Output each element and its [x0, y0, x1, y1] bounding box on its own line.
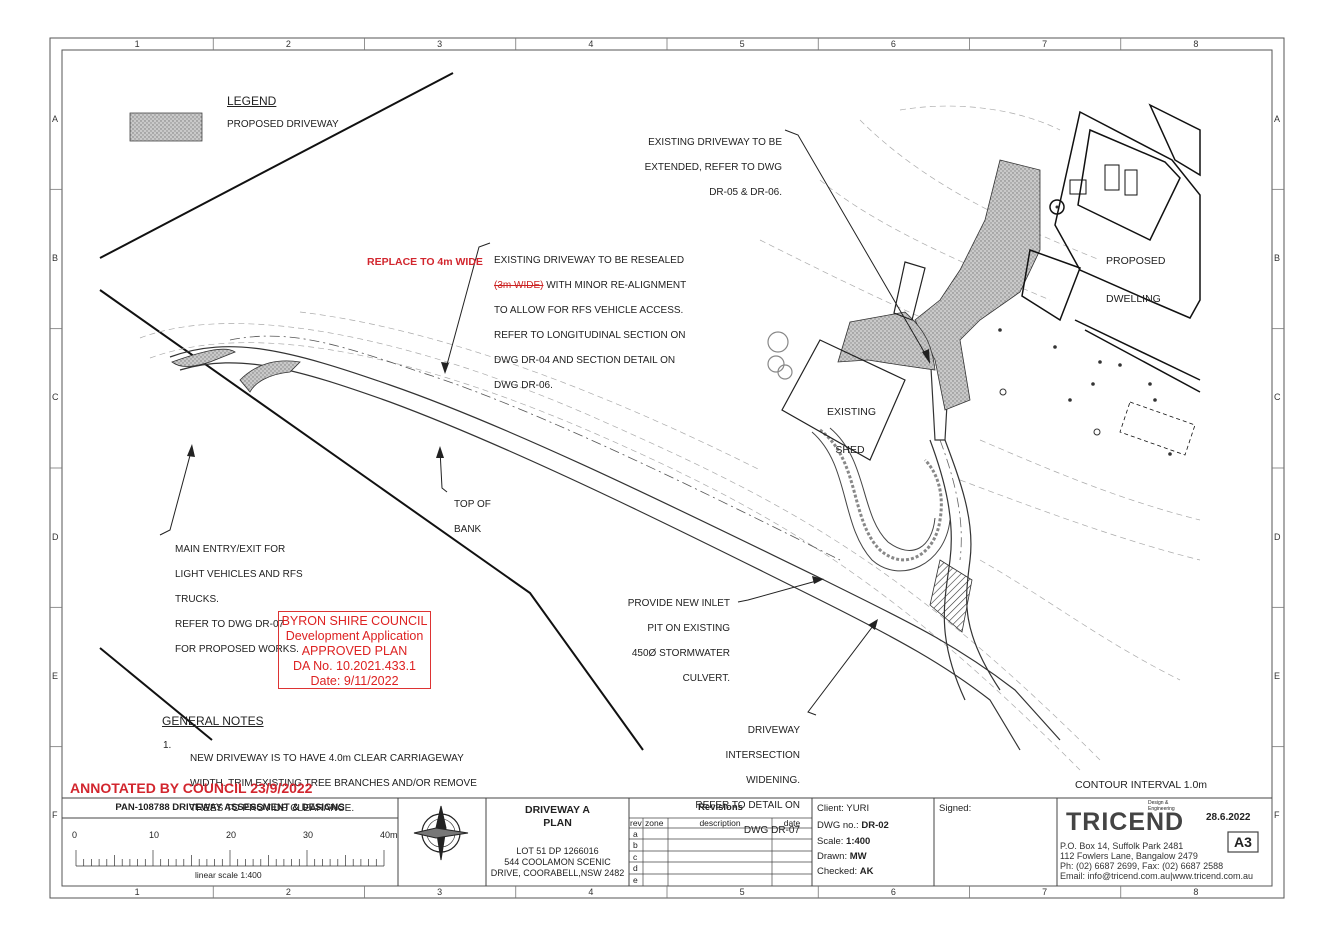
row-label-right-E: E: [1274, 671, 1281, 681]
legend-title: LEGEND: [227, 94, 277, 108]
row-label-right-D: D: [1274, 531, 1281, 542]
column-label-top-3: 3: [437, 39, 443, 49]
row-label-left-D: D: [52, 531, 59, 542]
general-notes-title: GENERAL NOTES: [162, 714, 264, 728]
column-label-bottom-3: 3: [437, 887, 443, 897]
column-label-top-2: 2: [285, 39, 291, 49]
company-tagline: Design & Engineering: [1148, 800, 1175, 812]
scale-tick-label: 30: [303, 830, 314, 840]
row-label-right-B: B: [1274, 253, 1281, 263]
legend-item-label: PROPOSED DRIVEWAY: [227, 119, 339, 130]
legend-swatch: [129, 112, 203, 142]
contour-lines: [139, 105, 1201, 771]
existing-shed-label: EXISTING SHED: [827, 406, 877, 456]
column-label-bottom-6: 6: [890, 887, 896, 897]
leader-lines: [159, 129, 931, 716]
ruler-ticks: [50, 38, 1284, 898]
revisions-title: Revisions: [698, 802, 743, 813]
title-block-grid: [62, 797, 1272, 886]
intersection-widening-note: DRIVEWAY INTERSECTION WIDENING. REFER TO…: [695, 724, 800, 836]
checked-field: Checked: AK: [817, 866, 874, 877]
scale-field: Scale: 1:400: [817, 836, 871, 847]
struck-width-text: (3m WIDE): [494, 279, 544, 291]
rev-letter-c: c: [633, 852, 638, 862]
column-label-bottom-2: 2: [285, 887, 291, 897]
top-of-bank-label: TOP OF BANK: [454, 498, 491, 535]
column-label-top-5: 5: [739, 39, 745, 49]
rev-letter-b: b: [633, 840, 638, 850]
column-label-top-6: 6: [890, 39, 896, 49]
linear-scale-bar: [75, 850, 385, 867]
council-annotation: ANNOTATED BY COUNCIL 23/9/2022: [70, 780, 313, 796]
signed-field: Signed:: [939, 803, 972, 814]
north-arrow: [413, 805, 469, 861]
scale-tick-label: 40m: [380, 830, 398, 840]
row-label-left-F: F: [52, 810, 58, 821]
drawn-field: Drawn: MW: [817, 851, 867, 862]
scale-tick-label: 20: [226, 830, 237, 840]
client-field: Client: YURI: [817, 803, 870, 814]
drawing-date: 28.6.2022: [1206, 812, 1251, 823]
company-logo: TRICEND: [1066, 808, 1185, 836]
scale-tick-label: 0: [72, 830, 78, 840]
dwg-field: DWG no.: DR-02: [817, 820, 889, 831]
column-label-bottom-5: 5: [739, 887, 745, 897]
general-notes-number: 1.: [163, 740, 172, 751]
column-label-bottom-8: 8: [1193, 887, 1199, 897]
column-label-bottom-1: 1: [134, 887, 140, 897]
property-boundary: [99, 72, 644, 751]
rev-header-rev: rev: [630, 818, 642, 828]
resealed-note: EXISTING DRIVEWAY TO BE RESEALED (3m WID…: [494, 254, 687, 391]
site-address: LOT 51 DP 1266016 544 COOLAMON SCENIC DR…: [490, 846, 625, 878]
rev-letter-e: e: [633, 875, 638, 885]
column-label-top-7: 7: [1042, 39, 1048, 49]
row-label-left-B: B: [52, 253, 59, 263]
rev-letter-d: d: [633, 863, 638, 873]
column-label-bottom-7: 7: [1042, 887, 1048, 897]
scale-tick-label: 10: [149, 830, 160, 840]
leader-arrowheads: [187, 349, 930, 630]
rock-wall: [811, 427, 951, 572]
row-label-left-C: C: [52, 392, 59, 403]
row-label-left-A: A: [52, 113, 59, 124]
column-label-top-1: 1: [134, 39, 140, 49]
column-label-top-8: 8: [1193, 39, 1199, 49]
council-approval-stamp: BYRON SHIRE COUNCIL Development Applicat…: [278, 611, 431, 689]
row-label-right-A: A: [1274, 113, 1281, 124]
driveway-road: [169, 335, 1061, 751]
existing-driveway-extend-note: EXISTING DRIVEWAY TO BE EXTENDED, REFER …: [644, 136, 782, 198]
proposed-dwelling: [1021, 103, 1201, 456]
sheet-size: A3: [1234, 834, 1252, 850]
rev-header-date: date: [783, 818, 801, 828]
contour-interval-label: CONTOUR INTERVAL 1.0m: [1075, 779, 1208, 791]
column-label-top-4: 4: [588, 39, 594, 49]
rev-header-description: description: [699, 818, 741, 828]
survey-points: [998, 205, 1172, 456]
replace-width-note: REPLACE TO 4m WIDE: [367, 256, 483, 268]
rev-header-zone: zone: [645, 818, 664, 828]
project-title: PAN-108788 DRIVEWAY ASSESSMENT & DESIGNS: [115, 802, 345, 813]
scale-caption: linear scale 1:400: [195, 870, 262, 880]
general-notes-text: NEW DRIVEWAY IS TO HAVE 4.0m CLEAR CARRI…: [190, 752, 477, 814]
row-label-left-E: E: [52, 671, 59, 681]
drawing-title: DRIVEWAY A PLAN: [525, 804, 590, 829]
proposed-driveway-patches: [171, 159, 1041, 633]
row-label-right-F: F: [1274, 810, 1280, 821]
inlet-pit-note: PROVIDE NEW INLET PIT ON EXISTING 450Ø S…: [627, 597, 730, 684]
row-label-right-C: C: [1274, 392, 1281, 403]
rev-letter-a: a: [633, 829, 638, 839]
proposed-dwelling-label: PROPOSED DWELLING: [1106, 255, 1166, 305]
column-label-bottom-4: 4: [588, 887, 594, 897]
existing-shed: [767, 261, 926, 461]
company-contact: P.O. Box 14, Suffolk Park 2481 112 Fowle…: [1060, 841, 1254, 881]
